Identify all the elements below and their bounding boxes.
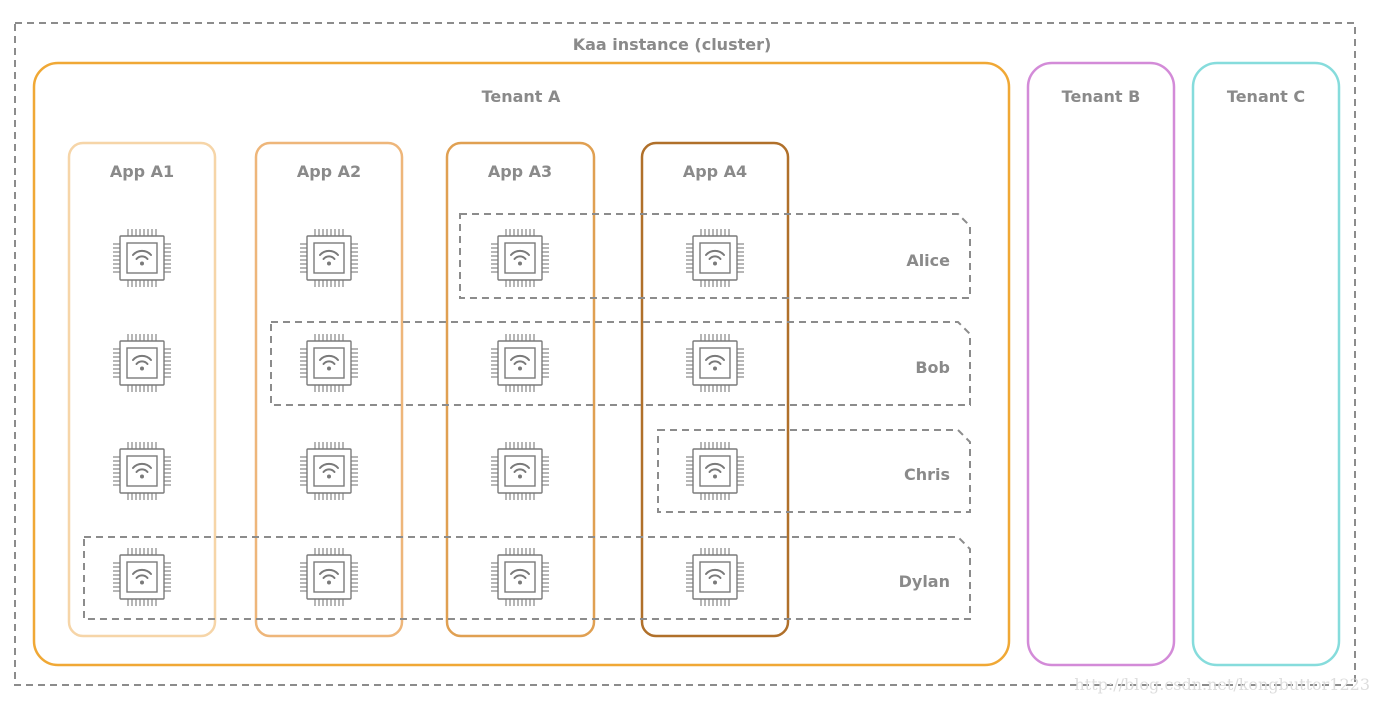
chip-wifi-icon [685, 333, 745, 393]
chip-wifi-icon [490, 547, 550, 607]
user-alice-frame [459, 213, 971, 299]
tenant-a-frame [32, 61, 1011, 667]
app-a2: App A2 [254, 141, 404, 638]
cluster-boundary [14, 22, 1356, 686]
app-a4-label: App A4 [683, 162, 747, 181]
user-bob-frame [270, 321, 971, 406]
chip-wifi-icon [299, 547, 359, 607]
tenant-c-label: Tenant C [1227, 87, 1305, 106]
chip-wifi-icon [112, 333, 172, 393]
user-dylan-frame [83, 536, 971, 620]
user-bob: Bob [270, 321, 971, 406]
chip-wifi-icon [685, 228, 745, 288]
chip-wifi-icon [112, 547, 172, 607]
chip-wifi-icon [299, 228, 359, 288]
chip-wifi-icon [299, 333, 359, 393]
tenant-c-frame [1191, 61, 1341, 667]
user-chris-frame [657, 429, 971, 513]
watermark-text: http://blog.csdn.net/kongbuttor1223 [1074, 675, 1370, 694]
app-a4: App A4 [640, 141, 790, 638]
chip-wifi-icon [490, 333, 550, 393]
app-a3-frame [445, 141, 596, 638]
tenant-a-label: Tenant A [482, 87, 561, 106]
app-a1-label: App A1 [110, 162, 174, 181]
app-a3: App A3 [445, 141, 596, 638]
tenant-a: Tenant A [32, 61, 1011, 667]
user-dylan: Dylan [83, 536, 971, 620]
app-a3-label: App A3 [488, 162, 552, 181]
app-a4-frame [640, 141, 790, 638]
app-a2-label: App A2 [297, 162, 361, 181]
tenant-c: Tenant C [1191, 61, 1341, 667]
cluster-title: Kaa instance (cluster) [573, 35, 772, 54]
tenant-b-label: Tenant B [1062, 87, 1141, 106]
user-chris: Chris [657, 429, 971, 513]
chip-wifi-icon [112, 441, 172, 501]
chip-wifi-icon [299, 441, 359, 501]
user-alice-label: Alice [906, 251, 950, 270]
devices [112, 228, 745, 607]
tenant-b: Tenant B [1026, 61, 1176, 667]
app-a2-frame [254, 141, 404, 638]
app-a1: App A1 [67, 141, 217, 638]
chip-wifi-icon [112, 228, 172, 288]
user-bob-label: Bob [915, 358, 950, 377]
user-alice: Alice [459, 213, 971, 299]
user-chris-label: Chris [904, 465, 950, 484]
chip-wifi-icon [685, 547, 745, 607]
chip-wifi-icon [490, 441, 550, 501]
chip-wifi-icon [685, 441, 745, 501]
chip-wifi-icon [490, 228, 550, 288]
app-a1-frame [67, 141, 217, 638]
tenant-b-frame [1026, 61, 1176, 667]
user-dylan-label: Dylan [899, 572, 950, 591]
